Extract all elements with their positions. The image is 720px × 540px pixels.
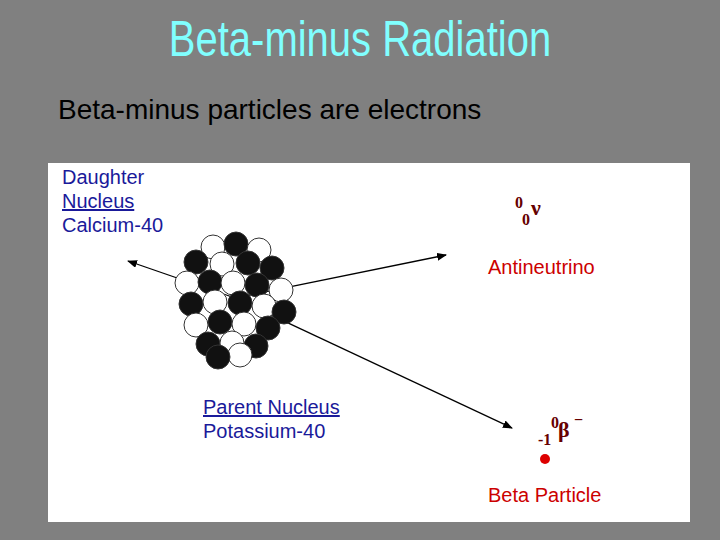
neutron-ball bbox=[236, 251, 260, 275]
neutron-ball bbox=[245, 273, 269, 297]
mass-number: 0 bbox=[515, 194, 523, 212]
daughter-label: Calcium-40 bbox=[62, 214, 163, 236]
parent-label: Parent Nucleus bbox=[203, 396, 340, 418]
nu-symbol: ν bbox=[531, 196, 541, 220]
beta-particle-label: Beta Particle bbox=[488, 484, 601, 506]
subtitle: Beta-minus particles are electrons bbox=[58, 95, 481, 126]
neutron-ball bbox=[179, 292, 203, 316]
neutron-ball bbox=[184, 250, 208, 274]
beta-symbol: β bbox=[558, 418, 570, 442]
daughter-label: Daughter bbox=[62, 166, 144, 188]
parent-label: Potassium-40 bbox=[203, 420, 325, 442]
proton-ball bbox=[228, 343, 252, 367]
neutron-ball bbox=[228, 291, 252, 315]
title-row: Beta-minus Radiation bbox=[0, 10, 720, 68]
neutron-ball bbox=[208, 310, 232, 334]
neutron-ball bbox=[206, 345, 230, 369]
charge-sign: − bbox=[574, 411, 583, 429]
slide-title: Beta-minus Radiation bbox=[169, 10, 551, 68]
antineutrino-label: Antineutrino bbox=[488, 256, 595, 278]
daughter-label: Nucleus bbox=[62, 190, 134, 212]
beta-dot bbox=[540, 454, 550, 464]
nucleus-cluster bbox=[175, 232, 296, 369]
antineutrino-arrow bbox=[235, 255, 446, 298]
charge-number: 0 bbox=[522, 211, 530, 229]
mass-number: 0 bbox=[551, 414, 559, 432]
proton-ball bbox=[175, 271, 199, 295]
charge-number: -1 bbox=[538, 431, 551, 449]
